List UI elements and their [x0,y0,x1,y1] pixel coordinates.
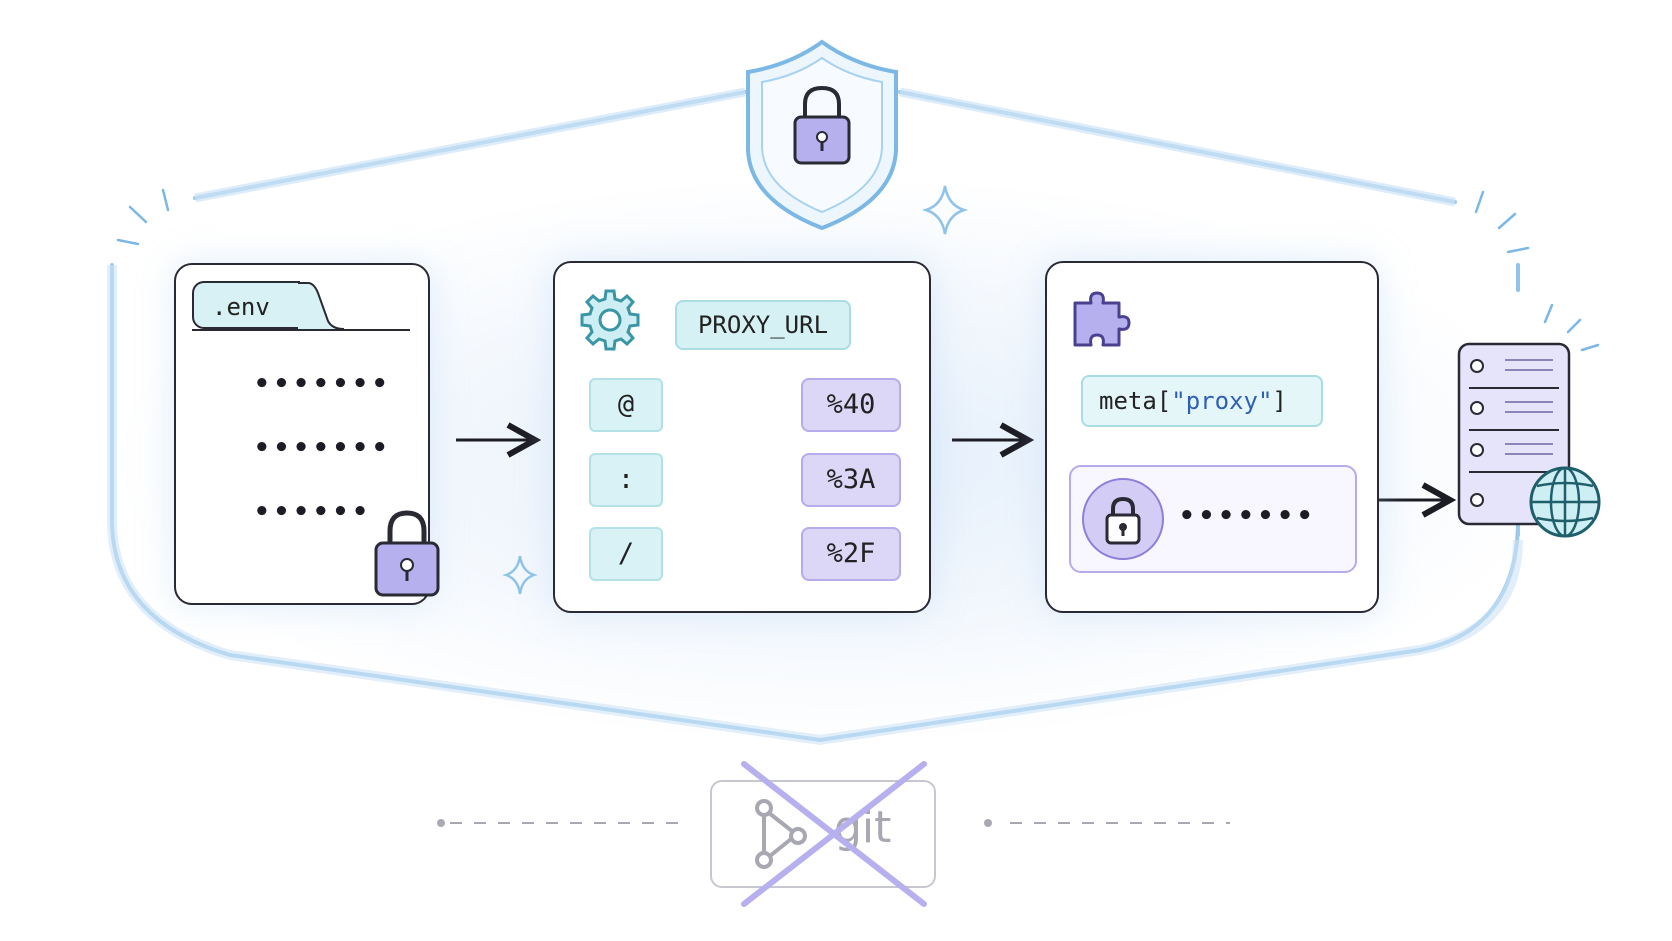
globe-icon [1529,466,1601,538]
raw-char-slash: / [589,527,663,581]
shield-lock-icon [746,39,898,231]
git-icon [755,799,807,869]
secure-value-field: ••••••• [1069,465,1357,573]
url-encode-card: PROXY_URL @ %40 : %3A / %2F [553,261,931,613]
masked-value: ••••••• [254,433,392,463]
masked-value: •••••• [254,497,372,527]
raw-char-at: @ [589,378,663,432]
proxy-url-variable: PROXY_URL [675,300,851,350]
masked-value: ••••••• [254,369,392,399]
env-file-card: .env ••••••• ••••••• •••••• [174,263,440,605]
lock-icon [374,510,440,597]
encoded-char-slash: %2F [801,527,901,581]
radiating-ticks [116,188,1600,352]
encoded-char-at: %40 [801,378,901,432]
plugin-meta-card: meta["proxy"] ••••••• [1045,261,1379,613]
sparkle-icon [502,555,538,595]
sparkle-icon [921,185,969,235]
server-icon [1457,342,1601,538]
gear-icon [580,289,640,351]
puzzle-icon [1073,291,1131,347]
env-file-tab: .env [192,281,300,329]
git-repository-box: git [710,780,936,888]
meta-proxy-field: meta["proxy"] [1081,375,1323,427]
masked-value: ••••••• [1179,501,1317,531]
encoded-char-colon: %3A [801,453,901,507]
cross-out-icon [741,761,927,907]
lock-icon [1082,478,1164,560]
raw-char-colon: : [589,453,663,507]
